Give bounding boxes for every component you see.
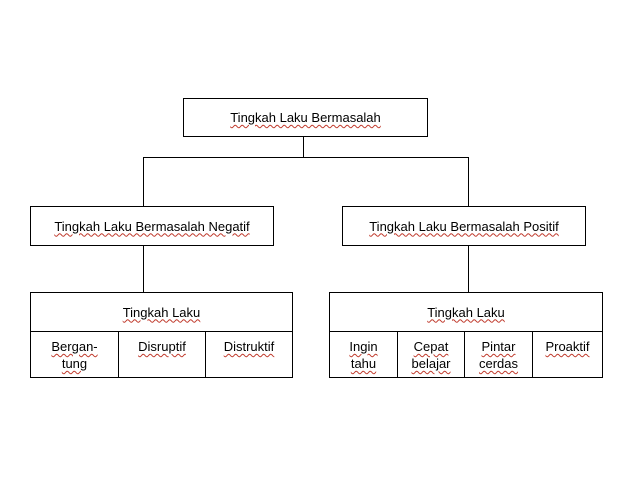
negative-item-distruktif: Distruktif [205,331,293,378]
positive-item-ingin-tahu: Ingin tahu [329,331,398,378]
positive-item-cepat-belajar: Cepat belajar [397,331,465,378]
connector-positive-down [468,245,469,293]
positive-item-line1: Pintar [481,339,516,354]
negative-group-header-label: Tingkah Laku [122,304,201,320]
positive-label: Tingkah Laku Bermasalah Positif [369,218,559,234]
negative-item-bergantung: Bergan- tung [30,331,119,378]
negative-item-line1: Distruktif [223,339,275,354]
positive-node: Tingkah Laku Bermasalah Positif [342,206,586,246]
negative-item-line1: Bergan- [51,339,98,354]
positive-item-line1: Cepat [413,339,449,354]
positive-group-header: Tingkah Laku [329,292,603,332]
connector-to-positive [468,157,469,207]
positive-item-proaktif: Proaktif [532,331,603,378]
positive-item-line2: tahu [350,356,377,371]
positive-item-line1: Proaktif [545,339,590,354]
negative-group-header: Tingkah Laku [30,292,293,332]
positive-item-line2: cerdas [478,356,519,371]
connector-root-down [303,136,304,158]
positive-item-line1: Ingin [349,339,378,354]
negative-node: Tingkah Laku Bermasalah Negatif [30,206,274,246]
positive-item-pintar-cerdas: Pintar cerdas [464,331,533,378]
connector-to-negative [143,157,144,207]
negative-item-line2: tung [61,356,88,371]
root-label: Tingkah Laku Bermasalah [230,110,381,125]
root-node: Tingkah Laku Bermasalah [183,98,428,137]
negative-label: Tingkah Laku Bermasalah Negatif [54,218,250,234]
connector-negative-down [143,245,144,293]
negative-item-disruptif: Disruptif [118,331,206,378]
connector-horizontal [143,157,469,158]
positive-group-header-label: Tingkah Laku [427,304,505,320]
negative-item-line1: Disruptif [138,339,186,354]
positive-item-line2: belajar [411,356,451,371]
